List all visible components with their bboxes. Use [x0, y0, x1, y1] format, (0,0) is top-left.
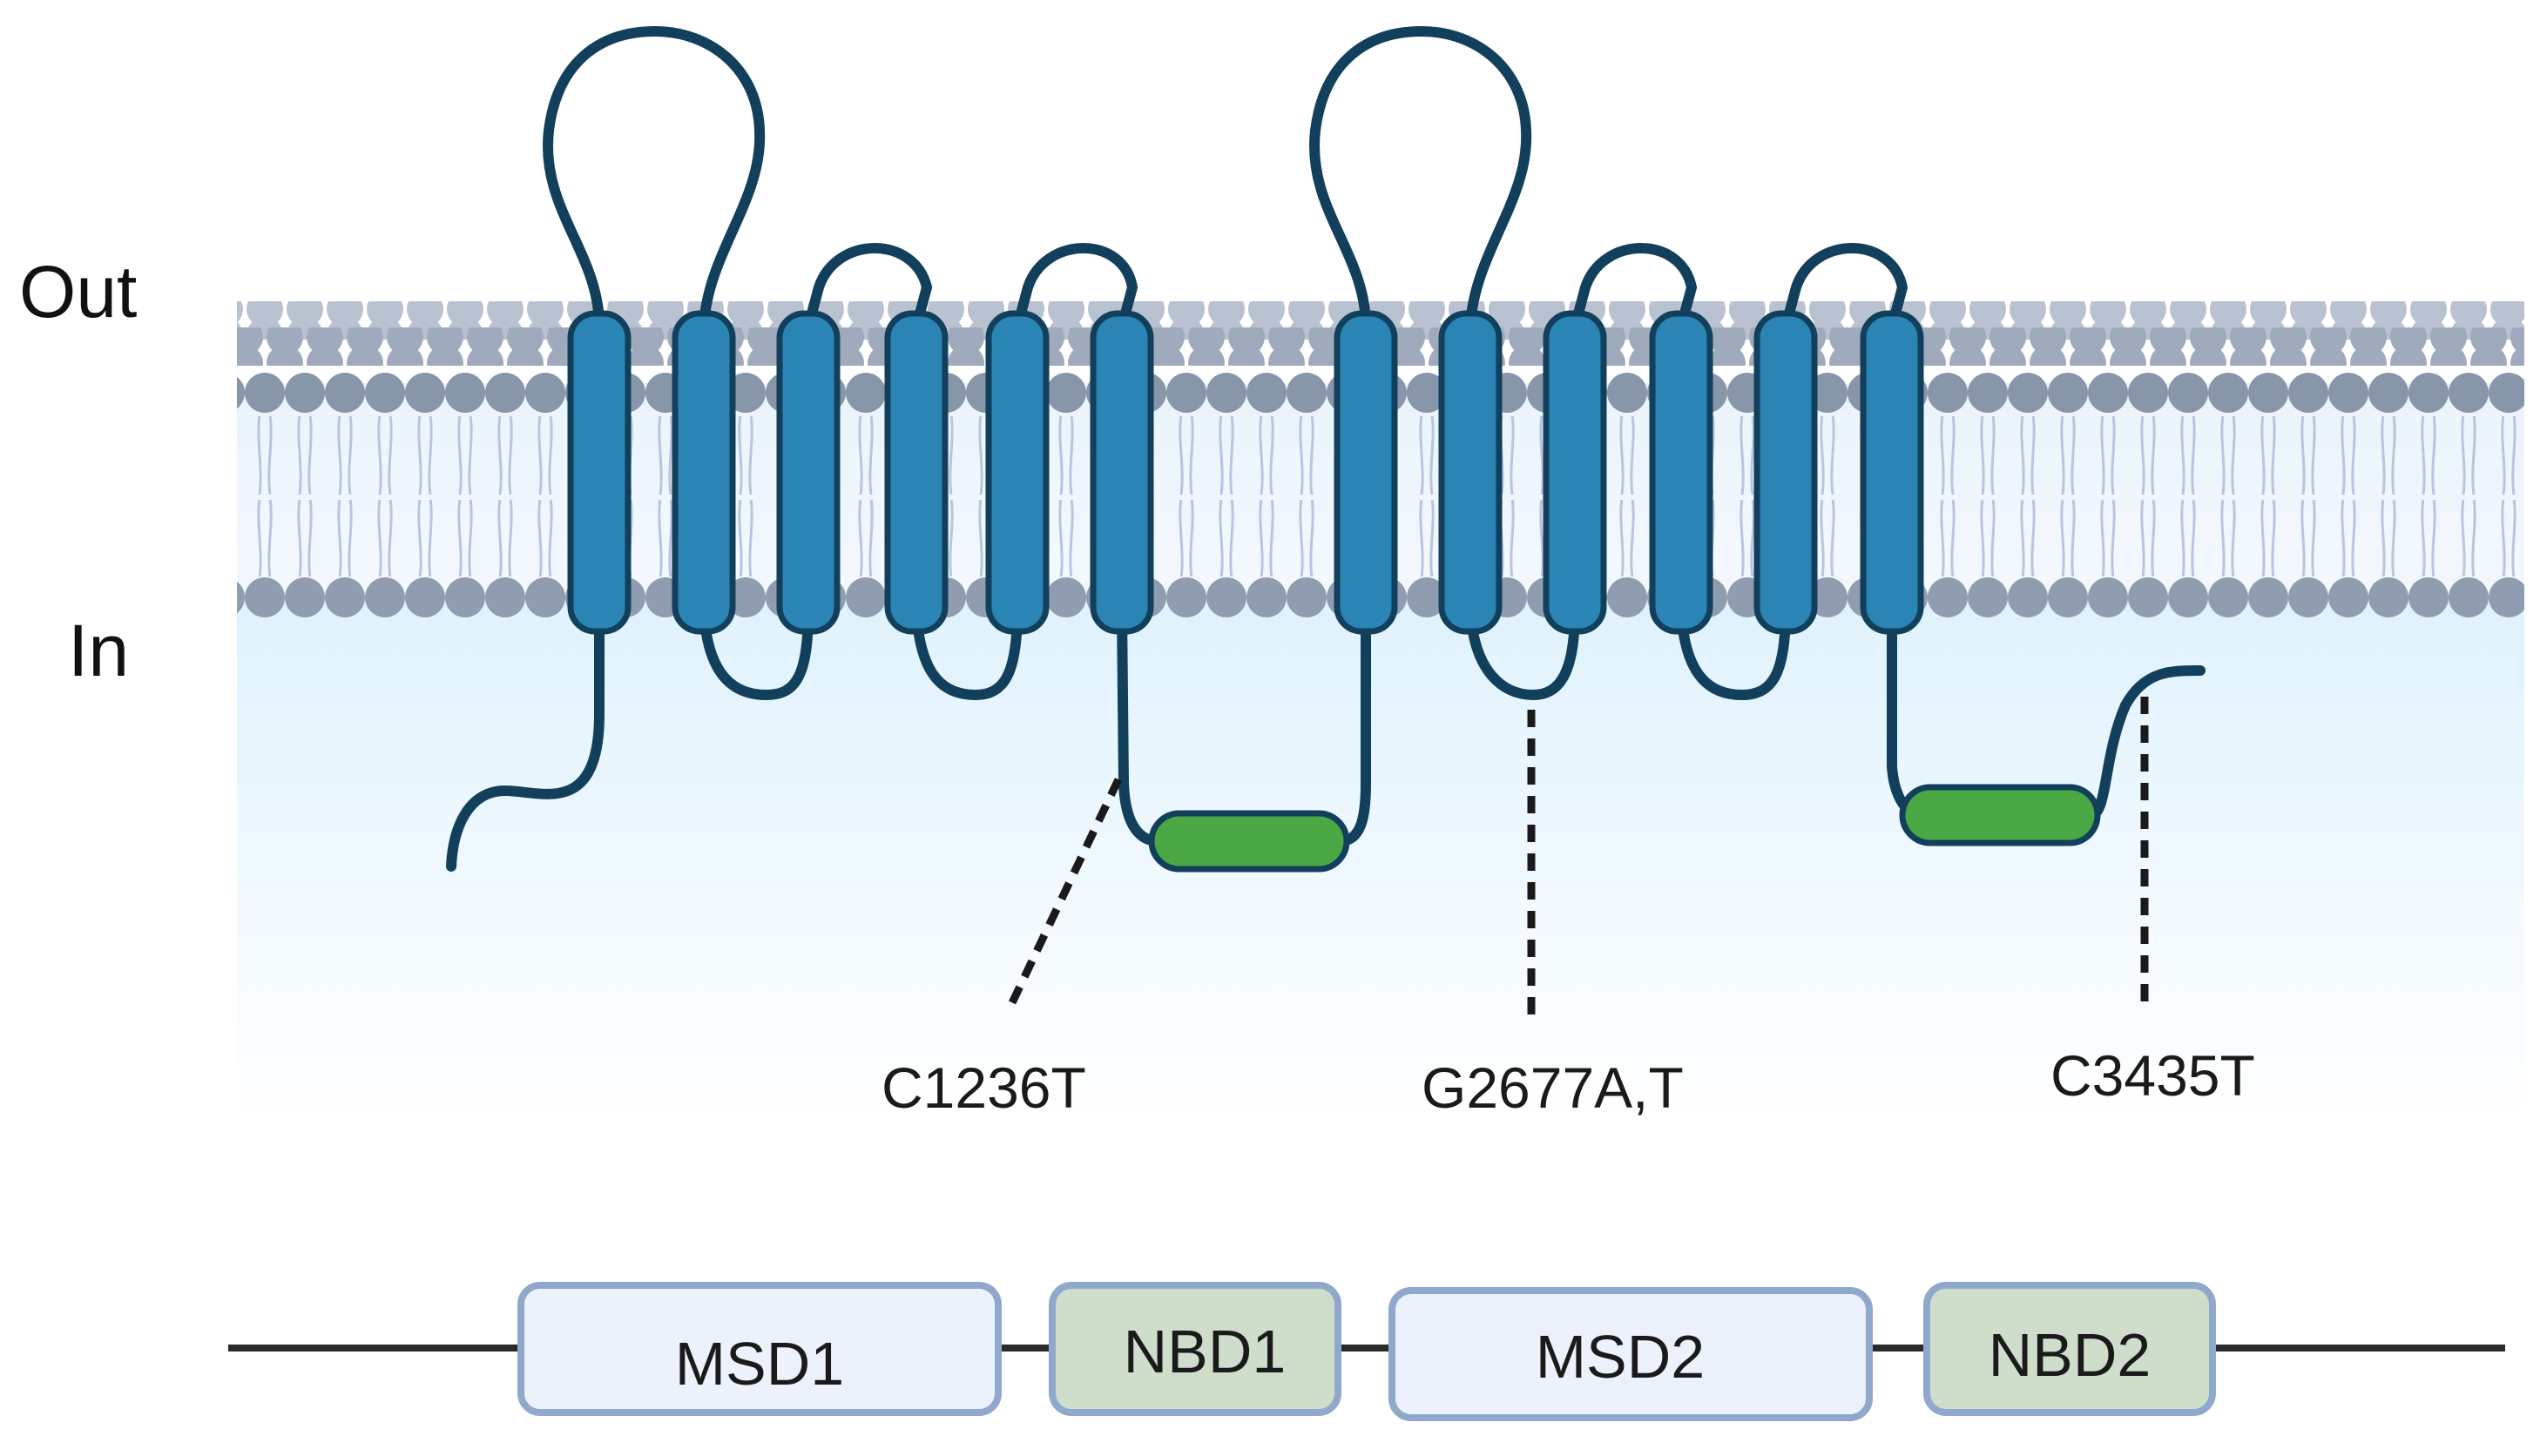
- domain-map: MSD1 NBD1 MSD2 NBD2: [228, 1282, 2505, 1421]
- snp-marker-c1236t: [1004, 778, 1123, 1012]
- outside-label: Out: [19, 251, 137, 333]
- transmembrane-helices: [567, 310, 1924, 635]
- tm-helix-4: [884, 310, 949, 635]
- domain-label-msd1: MSD1: [675, 1330, 844, 1398]
- tm-helix-12: [1860, 310, 1924, 635]
- tm-helix-2: [672, 310, 736, 635]
- nbd2-shape: [1899, 784, 2101, 846]
- snp-markers: [1004, 697, 2149, 1023]
- snp-label-c1236t: C1236T: [882, 1055, 1086, 1120]
- tm-helix-5: [985, 310, 1050, 635]
- tm-helix-3: [776, 310, 841, 635]
- domain-label-nbd1: NBD1: [1124, 1318, 1287, 1385]
- tm-helix-7: [1334, 310, 1398, 635]
- tm-helix-11: [1753, 310, 1818, 635]
- tm-helix-8: [1438, 310, 1503, 635]
- domain-box-msd2: [1388, 1287, 1873, 1421]
- tm-helix-10: [1649, 310, 1713, 635]
- domain-label-msd2: MSD2: [1536, 1323, 1705, 1391]
- tm-helix-1: [567, 310, 632, 635]
- domain-box-nbd2: [1923, 1282, 2216, 1416]
- snp-label-c3435t: C3435T: [2050, 1043, 2255, 1108]
- snp-label-g2677at: G2677A,T: [1422, 1055, 1684, 1120]
- tm-helix-6: [1090, 310, 1154, 635]
- tm-helix-9: [1543, 310, 1607, 635]
- domain-box-nbd1: [1049, 1282, 1341, 1416]
- nbd1-shape: [1148, 810, 1350, 873]
- domain-label-nbd2: NBD2: [1989, 1321, 2152, 1389]
- domain-box-msd1: [517, 1282, 1002, 1416]
- inside-label: In: [68, 610, 129, 691]
